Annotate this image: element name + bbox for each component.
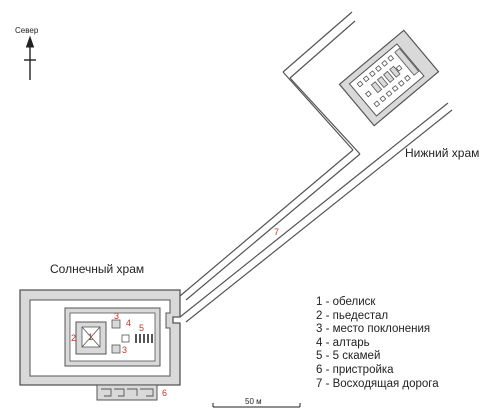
legend-item: 2 - пьедестал	[316, 309, 389, 322]
legend: 1 - обелиск 2 - пьедестал 3 - место покл…	[316, 296, 439, 391]
marker-3-bottom: 3	[122, 345, 128, 355]
marker-5: 5	[139, 323, 145, 333]
marker-3-top: 3	[114, 311, 120, 321]
marker-6: 6	[162, 388, 168, 398]
lower-temple-label: Нижний храм	[405, 146, 480, 160]
legend-item: 7 - Восходящая дорога	[316, 377, 439, 390]
legend-item: 6 - пристройка	[316, 363, 394, 376]
scale-label: 50 м	[245, 397, 262, 406]
sun-temple-label: Солнечный храм	[50, 262, 145, 276]
north-arrow	[24, 35, 36, 80]
marker-4: 4	[126, 318, 132, 328]
marker-7: 7	[274, 227, 280, 237]
marker-2: 2	[71, 333, 77, 343]
north-label: Север	[15, 26, 39, 35]
upper-causeway	[282, 11, 361, 155]
legend-item: 5 - 5 скамей	[316, 350, 381, 363]
sun-temple-plan	[19, 289, 181, 401]
lower-temple-plan	[338, 29, 440, 127]
legend-item: 3 - место поклонения	[316, 323, 431, 336]
legend-item: 1 - обелиск	[316, 296, 376, 308]
scale-bar	[212, 403, 301, 408]
marker-1: 1	[88, 332, 94, 342]
causeway-road	[179, 102, 453, 323]
legend-item: 4 - алтарь	[316, 336, 370, 349]
